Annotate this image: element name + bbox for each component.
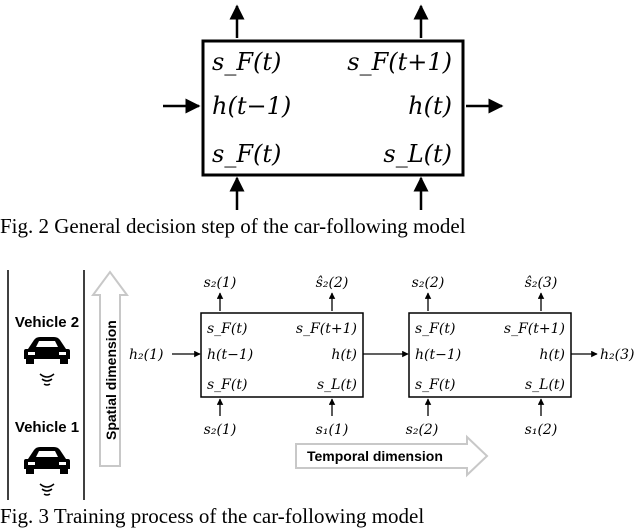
fig2-label-bottom-left: s_F(t) bbox=[212, 140, 281, 168]
fig3-box1-top-left: s_F(t) bbox=[207, 321, 247, 337]
fig3-box1-mid-left: h(t−1) bbox=[207, 347, 253, 363]
fig3-box1-out-s2-1: s₂(1) bbox=[204, 275, 237, 291]
fig3-decision-box-1 bbox=[200, 312, 364, 398]
signal-wave-icon bbox=[39, 483, 55, 496]
car-icon bbox=[24, 447, 70, 474]
fig3-box1-in-s1-1: s₁(1) bbox=[316, 422, 349, 438]
fig3-box1-out-s2hat-2: ŝ₂(2) bbox=[316, 275, 349, 291]
temporal-dimension-arrow bbox=[295, 434, 489, 478]
spatial-dimension-arrow bbox=[91, 270, 129, 467]
fig3-diagram: Vehicle 2 Vehicle 1 bbox=[7, 270, 634, 500]
fig3-input-h2-1: h₂(1) bbox=[129, 347, 163, 363]
fig3-box2-in-s2-2: s₂(2) bbox=[406, 422, 439, 438]
fig2-diagram: s_F(t) s_F(t+1) h(t−1) h(t) s_F(t) s_L(t… bbox=[163, 4, 504, 210]
fig3-box1-bottom-left: s_F(t) bbox=[207, 377, 247, 393]
fig3-box2-bottom-left: s_F(t) bbox=[415, 377, 455, 393]
fig3-box1-mid-right: h(t) bbox=[331, 347, 357, 363]
fig2-label-mid-right: h(t) bbox=[408, 92, 452, 120]
fig2-label-top-left: s_F(t) bbox=[212, 48, 281, 76]
fig3-box1-bottom-right: s_L(t) bbox=[317, 377, 357, 393]
temporal-dimension-label: Temporal dimension bbox=[307, 448, 443, 464]
fig3-decision-box-2 bbox=[408, 312, 572, 398]
fig3-box2-mid-left: h(t−1) bbox=[415, 347, 461, 363]
fig2-decision-box bbox=[201, 39, 465, 177]
fig3-output-h2-3: h₂(3) bbox=[600, 347, 634, 363]
fig3-box2-out-s2hat-3: ŝ₂(3) bbox=[525, 275, 558, 291]
vehicle-2-label: Vehicle 2 bbox=[15, 314, 79, 331]
fig2-label-mid-left: h(t−1) bbox=[212, 92, 291, 120]
fig2-label-top-right: s_F(t+1) bbox=[347, 48, 452, 76]
fig3-box2-bottom-right: s_L(t) bbox=[525, 377, 565, 393]
fig3-box2-top-right: s_F(t+1) bbox=[504, 321, 565, 337]
fig2-label-bottom-right: s_L(t) bbox=[383, 140, 452, 168]
car-icon bbox=[24, 337, 70, 364]
spatial-dimension-label: Spatial dimension bbox=[103, 320, 119, 440]
signal-wave-icon bbox=[39, 373, 55, 386]
fig3-box1-in-s2-1: s₂(1) bbox=[204, 422, 237, 438]
fig3-box2-out-s2-2: s₂(2) bbox=[412, 275, 445, 291]
fig3-box2-top-left: s_F(t) bbox=[415, 321, 455, 337]
fig3-caption: Fig. 3 Training process of the car-follo… bbox=[0, 504, 424, 528]
fig2-caption: Fig. 2 General decision step of the car-… bbox=[0, 214, 466, 238]
fig3-box1-top-right: s_F(t+1) bbox=[296, 321, 357, 337]
fig3-box2-mid-right: h(t) bbox=[539, 347, 565, 363]
fig3-box2-in-s1-2: s₁(2) bbox=[525, 422, 558, 438]
vehicle-1-label: Vehicle 1 bbox=[15, 419, 79, 436]
